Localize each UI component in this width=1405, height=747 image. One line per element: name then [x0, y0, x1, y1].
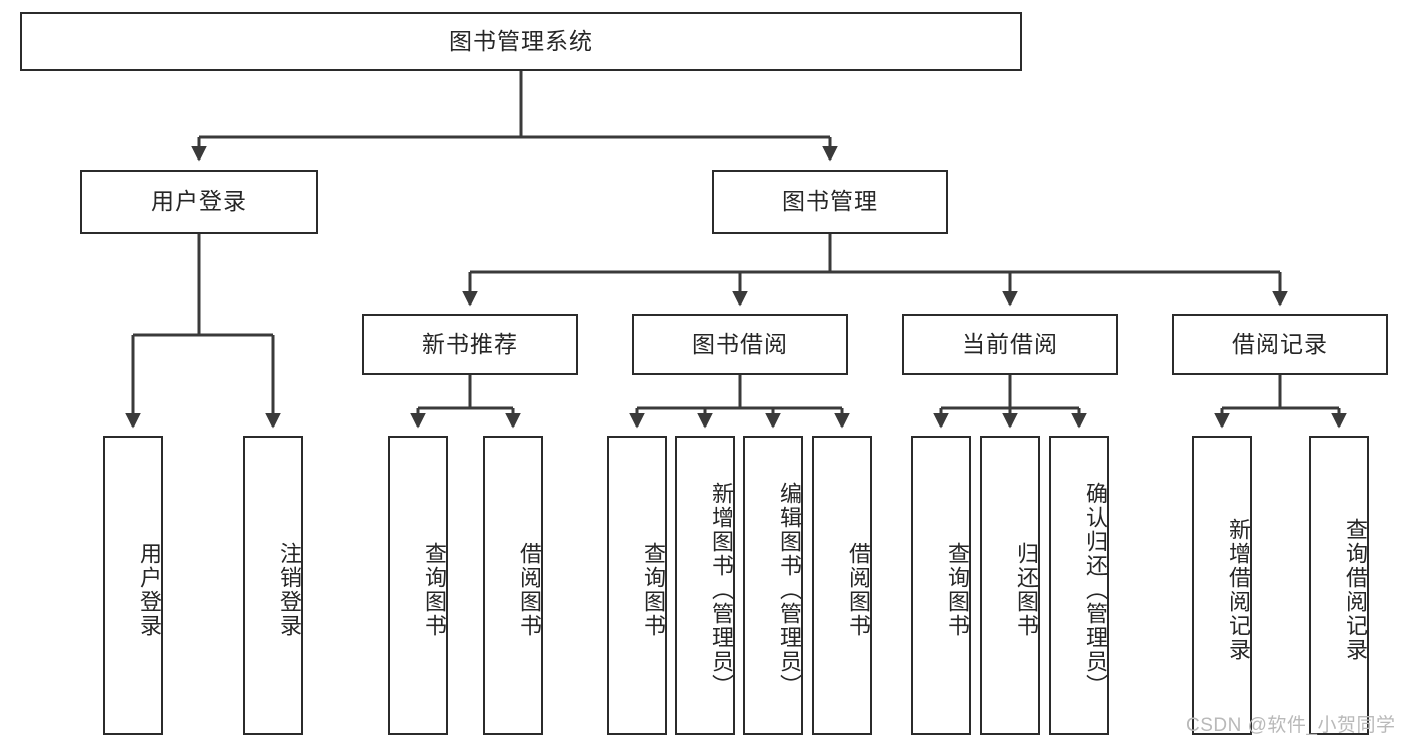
leaf-recommend-borrow-book[interactable]: 借阅图书: [483, 436, 543, 735]
leaf-current-confirm-return-admin[interactable]: 确认归还（管理员）: [1049, 436, 1109, 735]
node-label: 图书管理: [782, 188, 878, 215]
node-borrow-record[interactable]: 借阅记录: [1172, 314, 1388, 375]
leaf-record-add-borrow-record[interactable]: 新增借阅记录: [1192, 436, 1252, 735]
leaf-recommend-query-book[interactable]: 查询图书: [388, 436, 448, 735]
node-label: 借阅图书: [846, 541, 871, 638]
leaf-borrow-borrow-book[interactable]: 借阅图书: [812, 436, 872, 735]
leaf-current-query-book[interactable]: 查询图书: [911, 436, 971, 735]
node-label: 图书借阅: [692, 330, 788, 357]
leaf-user-login[interactable]: 用户登录: [103, 436, 163, 735]
node-user-login[interactable]: 用户登录: [80, 170, 318, 234]
leaf-borrow-add-book-admin[interactable]: 新增图书（管理员）: [675, 436, 735, 735]
node-book-management[interactable]: 图书管理: [712, 170, 948, 234]
leaf-borrow-edit-book-admin[interactable]: 编辑图书（管理员）: [743, 436, 803, 735]
node-label: 借阅图书: [517, 541, 542, 638]
leaf-user-logout[interactable]: 注销登录: [243, 436, 303, 735]
node-label: 图书管理系统: [449, 27, 593, 54]
leaf-borrow-query-book[interactable]: 查询图书: [607, 436, 667, 735]
node-book-borrow[interactable]: 图书借阅: [632, 314, 848, 375]
node-label: 编辑图书（管理员）: [777, 481, 802, 698]
node-label: 查询图书: [422, 541, 447, 638]
node-label: 用户登录: [151, 188, 247, 215]
node-label: 查询图书: [641, 541, 666, 638]
node-label: 新增借阅记录: [1226, 517, 1251, 662]
node-label: 新增图书（管理员）: [709, 481, 734, 698]
leaf-record-query-borrow-record[interactable]: 查询借阅记录: [1309, 436, 1369, 735]
node-new-book-recommend[interactable]: 新书推荐: [362, 314, 578, 375]
node-root-system[interactable]: 图书管理系统: [20, 12, 1022, 71]
leaf-current-return-book[interactable]: 归还图书: [980, 436, 1040, 735]
node-label: 当前借阅: [962, 330, 1058, 357]
node-label: 确认归还（管理员）: [1083, 481, 1108, 698]
node-label: 查询图书: [945, 541, 970, 638]
node-label: 用户登录: [137, 541, 162, 638]
csdn-watermark: CSDN @软件_小贺同学: [1186, 715, 1396, 736]
node-label: 查询借阅记录: [1343, 517, 1368, 662]
node-label: 新书推荐: [422, 330, 518, 357]
node-current-borrow[interactable]: 当前借阅: [902, 314, 1118, 375]
node-label: 注销登录: [277, 541, 302, 638]
node-label: 归还图书: [1014, 541, 1039, 638]
node-label: 借阅记录: [1232, 330, 1328, 357]
